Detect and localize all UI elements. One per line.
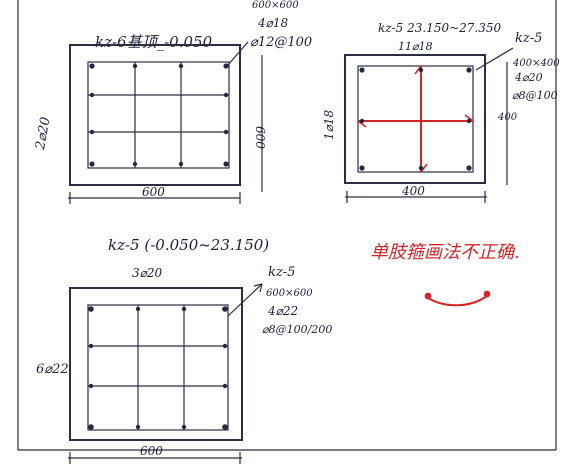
kz5s-dim-right: 400 (497, 112, 518, 123)
rebar-dot (135, 306, 141, 312)
rebar-dot (223, 129, 229, 135)
kz5s-leader-line (475, 47, 514, 71)
rebar-dot (89, 92, 95, 98)
kz5s-stirrup-outer (357, 65, 474, 173)
kz5l-column-outline (69, 287, 243, 441)
rebar-dot (89, 63, 95, 69)
detail-kz6: kz-6基顶_-0.050 600×600 4⌀18 ⌀12@100 2⌀20 (33, 0, 312, 204)
rebar-dot (223, 92, 229, 98)
rebar-dot (222, 343, 228, 349)
kz6-leader-line (226, 41, 249, 67)
rebar-dot (418, 165, 424, 171)
rebar-dot (181, 424, 187, 430)
kz5s-tag: kz-5 (515, 31, 542, 46)
red-tie-bar (424, 292, 432, 300)
kz5l-stirrup: ⌀8@100/200 (262, 323, 332, 336)
kz5s-red-hook (414, 65, 422, 75)
rebar-dot (222, 383, 228, 389)
kz5s-rebar: 4⌀20 (514, 71, 543, 84)
kz5l-side-rebar: 6⌀22 (36, 362, 69, 377)
kz6-rebar: 4⌀18 (257, 16, 288, 30)
rebar-dot (466, 67, 472, 73)
rebar-dot (88, 383, 94, 389)
kz5l-dim-bottom: 600 (140, 444, 163, 458)
kz5l-leader-arrow (253, 283, 263, 293)
rebar-dot (359, 67, 365, 73)
kz5s-red-hook (357, 120, 367, 128)
red-note-text: 单肢箍画法不正确. (370, 242, 520, 263)
rebar-dot (132, 161, 138, 167)
rebar-dot (223, 63, 229, 69)
rebar-dot (222, 424, 228, 430)
rebar-dot (88, 343, 94, 349)
red-tie-bar (483, 290, 491, 298)
rebar-dot (466, 118, 472, 124)
rebar-dot (88, 424, 94, 430)
rebar-dot (222, 306, 228, 312)
rebar-dot (178, 63, 184, 69)
kz6-dim-bottom: 600 (142, 185, 165, 199)
kz6-rebar-dots (89, 63, 229, 167)
detail-kz5-small: kz-5 23.150~27.350 11⌀18 kz-5 400×400 4⌀… (322, 21, 560, 203)
kz5s-stirrup: ⌀8@100 (512, 89, 558, 102)
red-tie-curve (427, 295, 488, 307)
detail-kz5-large: kz-5 (-0.050~23.150) 3⌀20 kz-5 600×600 4… (36, 236, 332, 464)
kz5s-red-hook (420, 163, 428, 173)
rebar-dot (466, 165, 472, 171)
kz5l-top-rebar: 3⌀20 (132, 266, 162, 280)
rebar-dot (132, 63, 138, 69)
kz6-dim-right: 600 (253, 126, 267, 149)
rebar-dot (88, 306, 94, 312)
kz5s-side-rebar: 1⌀18 (322, 110, 336, 140)
rebar-dot (178, 161, 184, 167)
rebar-dot (89, 161, 95, 167)
kz5s-title: kz-5 23.150~27.350 (378, 21, 501, 35)
kz5s-top-rebar: 11⌀18 (398, 40, 433, 53)
rebar-dot (223, 161, 229, 167)
kz6-stirrup-outer (87, 61, 230, 169)
rebar-dot (418, 67, 424, 73)
rebar-dot (89, 129, 95, 135)
kz5l-rebar-dots (88, 306, 228, 430)
kz5s-rebar-dots (359, 67, 472, 171)
rebar-dot (135, 424, 141, 430)
rebar-dot (181, 306, 187, 312)
rebar-dot (359, 165, 365, 171)
kz6-side-rebar: 2⌀20 (33, 116, 54, 152)
kz5l-size: 600×600 (266, 288, 313, 299)
kz5l-stirrup-outer (87, 304, 229, 431)
kz6-size: 600×600 (252, 0, 299, 11)
kz5l-rebar: 4⌀22 (267, 304, 298, 318)
kz5s-size: 400×400 (512, 58, 560, 69)
kz5l-title: kz-5 (-0.050~23.150) (108, 236, 269, 254)
kz6-stirrup: ⌀12@100 (250, 35, 312, 50)
kz5s-red-hook (464, 114, 474, 122)
kz5s-column-outline (344, 54, 486, 184)
kz6-title: kz-6基顶_-0.050 (95, 33, 213, 51)
rebar-dot (359, 118, 365, 124)
kz6-column-outline (69, 44, 241, 186)
kz5l-leader-line (227, 283, 263, 317)
kz5l-tag: kz-5 (268, 265, 295, 280)
kz5s-dim-bottom: 400 (401, 184, 425, 198)
single-leg-tie-sketch (424, 290, 491, 307)
review-note: 单肢箍画法不正确. (370, 242, 520, 307)
